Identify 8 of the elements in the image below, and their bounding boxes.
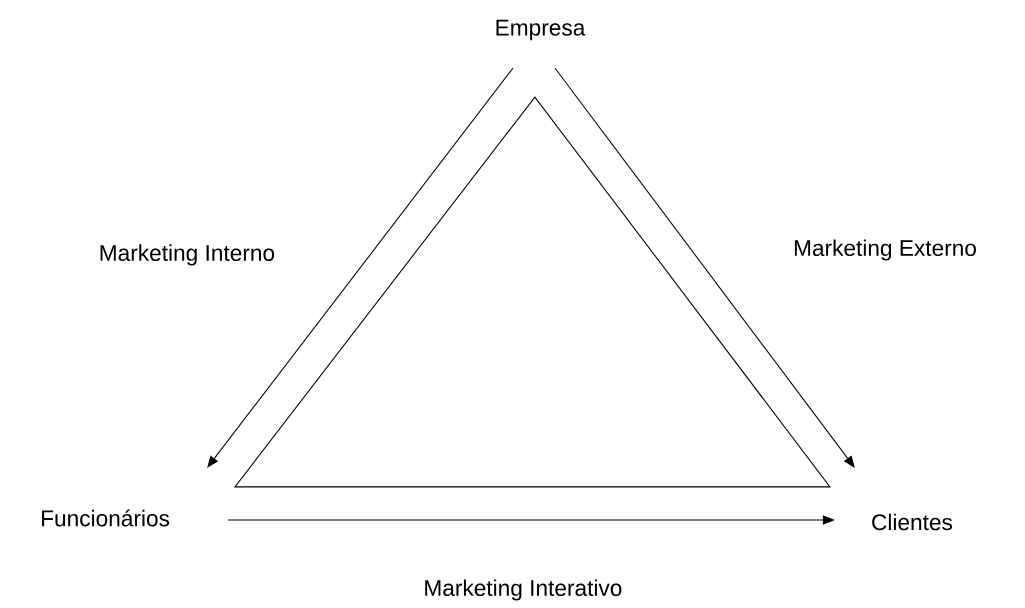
node-label: Clientes: [872, 513, 953, 531]
node-label: Funcionários: [42, 509, 170, 527]
edge-label: Marketing Interativo: [425, 579, 622, 601]
arrow: [207, 67, 514, 468]
arrow: [554, 67, 855, 468]
edge-label: Marketing Interno: [100, 244, 275, 266]
node-label: Empresa: [496, 19, 586, 41]
edge-label: Marketing Externo: [794, 239, 976, 261]
